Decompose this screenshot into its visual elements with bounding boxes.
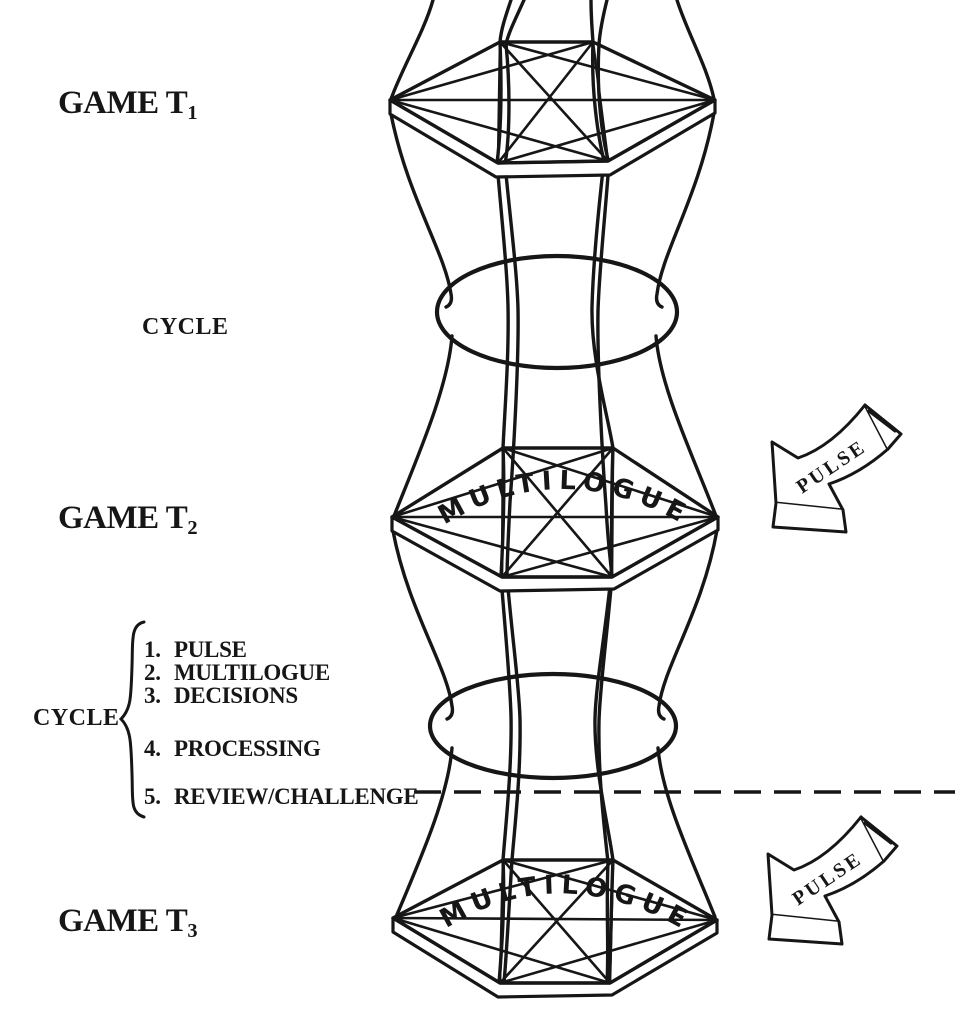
cycle-step-5-label: REVIEW/CHALLENGE bbox=[174, 784, 419, 809]
cycle-step-3: 3. DECISIONS bbox=[144, 684, 298, 707]
hexagon-platform-t1 bbox=[388, 40, 717, 179]
strand-outer-left-seg2 bbox=[392, 334, 454, 518]
strand-inner-right-1 bbox=[590, 40, 615, 985]
cycle-ring-lower bbox=[427, 671, 679, 781]
label-game-t2-subscript: 2 bbox=[187, 516, 198, 539]
label-game-t3-subscript: 3 bbox=[187, 919, 198, 942]
cycle-step-1-number: 1. bbox=[144, 637, 161, 662]
hexagon-outline-t3 bbox=[391, 858, 719, 985]
hexagon-platform-t3 bbox=[391, 858, 719, 999]
strand-outer-left-seg4 bbox=[394, 746, 454, 919]
label-game-t1-text: GAME T bbox=[58, 85, 188, 121]
hexagon-outline-t1 bbox=[388, 40, 717, 165]
strand-lines bbox=[389, 0, 719, 985]
platform-rim-t2 bbox=[390, 515, 720, 593]
pulse-arrow-lower-endcap-edge bbox=[863, 821, 893, 845]
multilogue-label-t3: MULTILOGUE bbox=[435, 870, 698, 937]
strand-outer-left-seg1 bbox=[389, 112, 454, 309]
strand-outer-left-seg3 bbox=[391, 529, 455, 721]
label-cycle-lower: CYCLE bbox=[33, 705, 120, 731]
strand-top-pair bbox=[498, 0, 609, 46]
hexagon-outline-t2 bbox=[390, 446, 720, 579]
label-game-t2: GAME T2 bbox=[58, 500, 198, 538]
pulse-arrow-upper: PULSE bbox=[770, 403, 903, 534]
cycle-step-3-number: 3. bbox=[144, 683, 161, 708]
cycle-step-2: 2. MULTILOGUE bbox=[144, 661, 330, 684]
strand-outer-right-seg1 bbox=[654, 111, 716, 309]
strand-outer-right-seg2 bbox=[654, 334, 718, 518]
strand-top-outer-left bbox=[389, 0, 435, 101]
pulse-arrow-upper-endcap-edge bbox=[867, 409, 897, 433]
cycle-step-4-label: PROCESSING bbox=[174, 736, 321, 761]
strand-inner-left-2 bbox=[502, 42, 522, 985]
cycle-step-1-label: PULSE bbox=[174, 637, 247, 662]
label-game-t2-text: GAME T bbox=[58, 500, 188, 536]
hexagon-platform-t2 bbox=[390, 446, 720, 593]
strand-outer-right-seg4 bbox=[656, 746, 717, 919]
cycle-list-brace bbox=[118, 620, 146, 819]
label-game-t1: GAME T1 bbox=[58, 85, 198, 123]
cycle-step-5: 5. REVIEW/CHALLENGE bbox=[144, 784, 419, 809]
cycle-step-1: 1. PULSE bbox=[144, 638, 247, 661]
cycle-step-2-label: MULTILOGUE bbox=[174, 660, 330, 685]
cycle-ring-upper bbox=[434, 253, 680, 371]
hexagon-diagonals-t1 bbox=[388, 40, 717, 165]
hexagon-diagonals-t3 bbox=[391, 858, 719, 985]
cycle-step-3-label: DECISIONS bbox=[174, 683, 298, 708]
pulse-arrow-lower: PULSE bbox=[766, 815, 899, 946]
pulse-arrow-upper-base bbox=[771, 501, 848, 534]
label-game-t3: GAME T3 bbox=[58, 903, 198, 941]
pulse-arrow-lower-base bbox=[767, 913, 844, 946]
strand-top-outer-right bbox=[675, 0, 716, 101]
label-game-t3-text: GAME T bbox=[58, 903, 188, 939]
cycle-step-5-number: 5. bbox=[144, 784, 161, 809]
platform-rim-t1 bbox=[388, 98, 717, 179]
cycle-step-2-number: 2. bbox=[144, 660, 161, 685]
label-cycle-upper: CYCLE bbox=[142, 314, 229, 340]
cycle-step-4-number: 4. bbox=[144, 736, 161, 761]
platform-rim-t3 bbox=[391, 916, 719, 999]
hexagon-diagonals-t2 bbox=[390, 446, 720, 579]
label-game-t1-subscript: 1 bbox=[187, 101, 198, 124]
cycle-step-4: 4. PROCESSING bbox=[144, 737, 321, 760]
strand-outer-right-seg3 bbox=[656, 528, 719, 721]
